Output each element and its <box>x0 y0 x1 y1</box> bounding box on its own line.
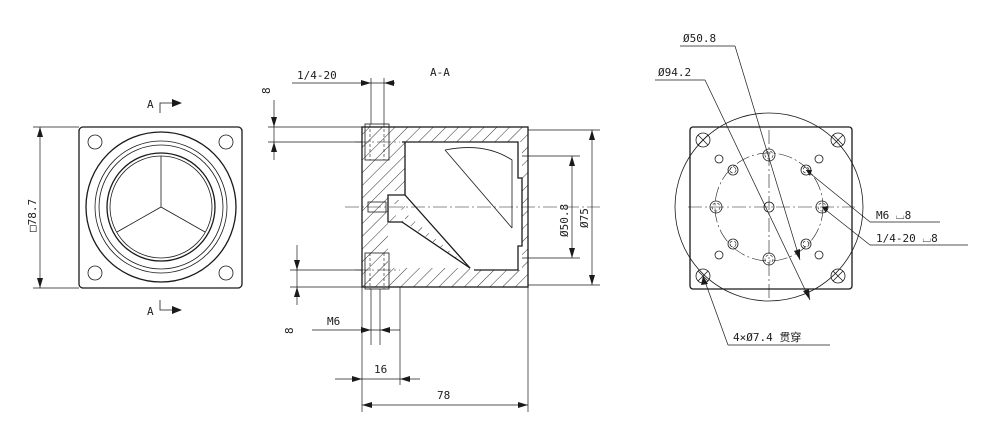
section-marker-top <box>159 102 172 113</box>
rear-flange-circle <box>674 112 864 302</box>
rear-small-hole <box>814 154 824 164</box>
quarter-callout-label: 1/4-20 ⌴8 <box>876 232 938 245</box>
quarter-thread-label: 1/4-20 <box>297 69 337 82</box>
front-aperture <box>106 152 216 262</box>
rear-quarter-hole-left <box>709 200 723 214</box>
m6-callout-label: M6 ⌴8 <box>876 209 911 222</box>
front-outer-ring <box>85 131 237 283</box>
section-hatching <box>362 127 528 287</box>
section-bore <box>402 141 523 271</box>
mirror-arc <box>444 147 513 228</box>
rear-view: Ø50.8 Ø94.2 M6 ⌴8 1/4-20 ⌴8 4×Ø7.4 贯穿 <box>655 32 968 346</box>
section-mark-bottom: A <box>147 305 154 318</box>
thread-hole-bottom <box>364 252 390 290</box>
front-housing-outline <box>78 126 243 289</box>
rear-m6-hole <box>727 164 739 176</box>
mirror-face-top <box>404 194 471 269</box>
section-view: A-A 1/4-20 8 <box>260 66 600 412</box>
rear-m6-hole <box>727 238 739 250</box>
front-mirror-edge-2 <box>116 206 162 233</box>
mirror-face-bottom <box>401 221 471 269</box>
rear-corner-hole-tl <box>695 132 711 148</box>
rear-housing-outline <box>689 126 853 290</box>
rear-quarter-hole-center <box>763 201 775 213</box>
leader-m6-rear <box>805 169 871 223</box>
leader-quarter-rear <box>821 206 871 246</box>
rear-m6-hole <box>800 238 812 250</box>
front-corner-hole-br <box>218 265 234 281</box>
mirror-curve <box>444 149 513 229</box>
dia-50-8-section-label: Ø50.8 <box>558 204 571 237</box>
front-mirror-edge-3 <box>160 206 206 233</box>
rear-quarter-hole-bottom <box>762 252 776 266</box>
dim-78-label: 78 <box>437 389 450 402</box>
section-marker-bottom <box>159 300 172 311</box>
depth-top-label: 8 <box>260 87 273 94</box>
rear-small-hole <box>814 250 824 260</box>
dia-50-8-pcd-label: Ø50.8 <box>683 32 716 45</box>
section-inner-step <box>387 142 406 223</box>
rear-corner-hole-tr <box>830 132 846 148</box>
front-ring-3 <box>98 144 224 270</box>
front-view: A A □78.7 <box>26 98 243 318</box>
section-title: A-A <box>430 66 450 79</box>
front-corner-hole-bl <box>87 265 103 281</box>
section-mark-top: A <box>147 98 154 111</box>
front-corner-hole-tr <box>218 134 234 150</box>
dia-94-2-label: Ø94.2 <box>658 66 691 79</box>
square-size-label: □78.7 <box>26 199 39 232</box>
dim-16-label: 16 <box>374 363 387 376</box>
leader-through-holes <box>702 275 729 346</box>
m6-label: M6 <box>327 315 340 328</box>
rear-small-hole <box>714 154 724 164</box>
dia-75-label: Ø75 <box>578 208 591 228</box>
through-holes-label: 4×Ø7.4 贯穿 <box>733 330 801 344</box>
front-ring-2 <box>94 140 228 274</box>
rear-small-hole <box>714 250 724 260</box>
depth-bottom-label: 8 <box>283 327 296 334</box>
front-corner-hole-tl <box>87 134 103 150</box>
rear-corner-hole-br <box>830 268 846 284</box>
